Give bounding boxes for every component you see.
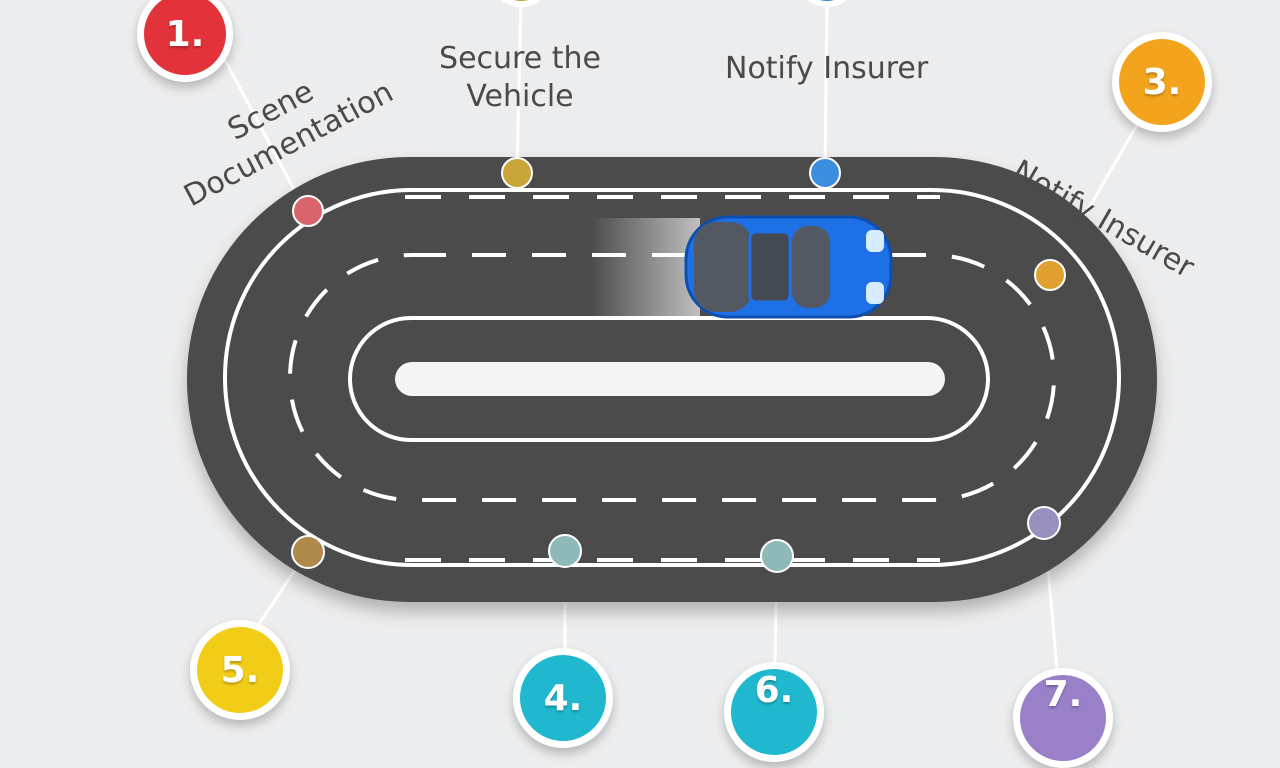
- pin-2: [501, 157, 533, 189]
- pin-4: [1034, 259, 1066, 291]
- motion-trail: [590, 218, 700, 318]
- badge-3-number: 3.: [1142, 61, 1182, 103]
- label-notify-insurer-top: Notify Insurer: [725, 51, 929, 86]
- pin-7: [760, 539, 794, 573]
- pin-8: [1027, 506, 1061, 540]
- badge-6: 6.: [724, 662, 824, 762]
- label-vehicle: Vehicle: [466, 79, 574, 114]
- badge-5: 5.: [190, 620, 290, 720]
- pin-1: [292, 195, 324, 227]
- pin-6: [548, 534, 582, 568]
- track-infield: [395, 362, 945, 396]
- pin-5: [291, 535, 325, 569]
- badge-1-number: 1.: [165, 13, 205, 55]
- badge-4: 4.: [513, 648, 613, 748]
- label-secure-vehicle: Secure the Vehicle: [410, 40, 630, 116]
- badge-7: 7.: [1013, 668, 1113, 768]
- race-track-diagram: [187, 0, 1157, 681]
- partial-badge-top-blue: [807, 0, 847, 7]
- badge-7-number: 7.: [1043, 673, 1083, 715]
- badge-1: 1.: [137, 0, 233, 82]
- label-secure-the: Secure the: [439, 41, 601, 76]
- car-icon: [684, 215, 893, 319]
- badge-5-number: 5.: [220, 649, 260, 691]
- badge-3: 3.: [1112, 32, 1212, 132]
- badge-4-number: 4.: [543, 677, 583, 719]
- pin-markers: [291, 157, 1066, 573]
- dashed-center-lines: [405, 195, 940, 562]
- badge-6-number: 6.: [754, 669, 794, 711]
- partial-badge-top-olive: [501, 0, 541, 7]
- pin-3: [809, 157, 841, 189]
